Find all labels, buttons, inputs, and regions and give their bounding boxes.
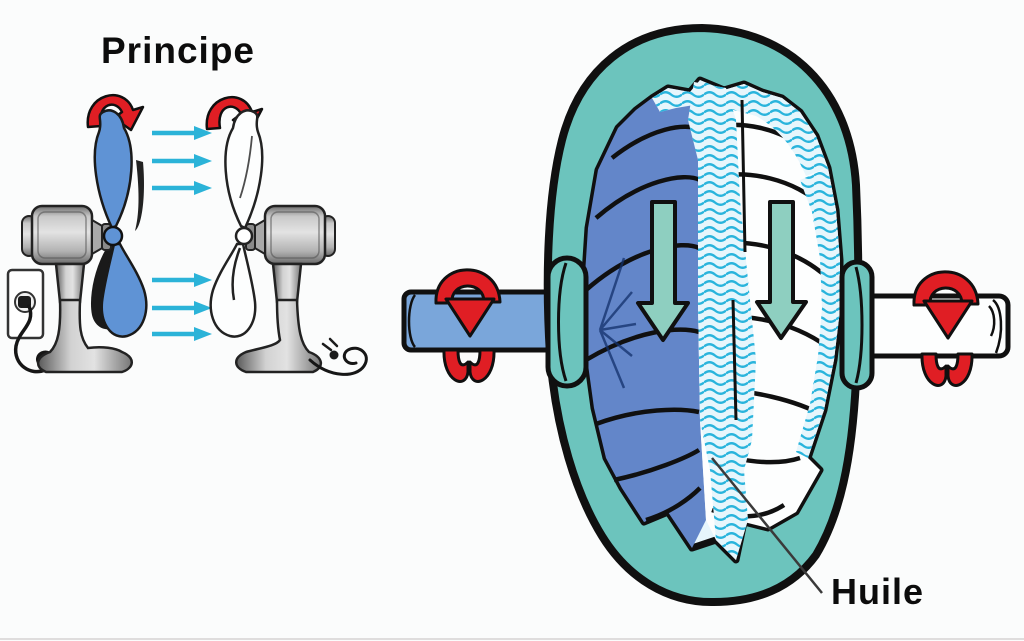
fan-stand bbox=[54, 262, 86, 304]
fan-motor bbox=[263, 204, 327, 266]
fan-stand bbox=[271, 262, 303, 304]
blade-bottom bbox=[100, 242, 148, 338]
input-bearing-collar bbox=[545, 255, 589, 389]
principle-panel bbox=[6, 93, 368, 376]
driven-fan bbox=[209, 109, 368, 376]
cutaway-interior bbox=[580, 76, 844, 564]
plug-prongs bbox=[321, 337, 339, 352]
fan-base bbox=[37, 298, 133, 374]
fan-hub bbox=[234, 226, 254, 246]
oil-pointer-line bbox=[711, 457, 823, 594]
output-bearing-collar bbox=[839, 259, 875, 391]
unplugged-cord bbox=[308, 346, 368, 376]
down-arrow-left bbox=[636, 200, 690, 342]
oil-flow-arrows bbox=[636, 200, 808, 342]
page-bottom-edge bbox=[0, 638, 1024, 640]
oil-label: Huile bbox=[831, 571, 925, 612]
oil-region bbox=[652, 80, 840, 560]
down-arrow-right bbox=[755, 200, 808, 340]
blade-top bbox=[93, 109, 133, 230]
blade-top bbox=[224, 109, 264, 230]
driving-fan bbox=[21, 109, 148, 374]
fan-base bbox=[235, 298, 322, 374]
shaft-end-detail bbox=[988, 299, 1003, 354]
output-rotation-arrow bbox=[912, 270, 980, 387]
impeller-hub-spokes bbox=[598, 257, 637, 389]
fan-hub bbox=[102, 225, 124, 247]
airflow-arrows bbox=[152, 126, 212, 341]
coupling-panel bbox=[401, 23, 1011, 607]
page-title: Principe bbox=[101, 30, 255, 71]
input-rotation-arrow bbox=[434, 268, 502, 383]
fan-motor bbox=[30, 204, 94, 266]
